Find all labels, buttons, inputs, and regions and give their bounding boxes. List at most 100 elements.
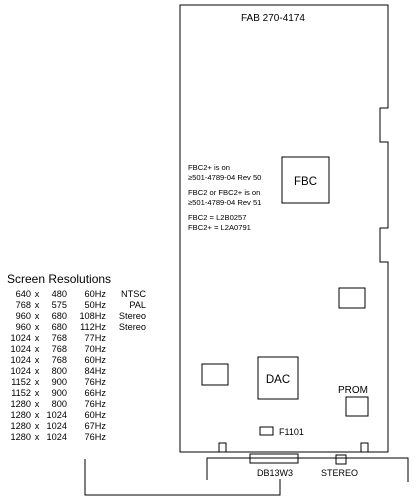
res-refresh-rate: 60Hz: [84, 355, 106, 365]
res-refresh-rate: 76Hz: [84, 432, 106, 442]
small-chip-left: [201, 363, 229, 386]
res-width: 1024: [10, 344, 31, 354]
res-width: 1024: [10, 366, 31, 376]
res-height: 800: [51, 366, 67, 376]
res-refresh-rate: 112Hz: [80, 322, 106, 332]
res-width: 1024: [10, 355, 31, 365]
res-separator: x: [34, 300, 40, 310]
res-width: 1152: [11, 377, 31, 387]
res-width: 640: [15, 289, 31, 299]
res-height: 768: [51, 333, 67, 343]
res-refresh-rate: 60Hz: [84, 410, 106, 420]
note-line-3: FBC2 or FBC2+ is on: [188, 188, 260, 197]
prom-chip: [345, 396, 369, 417]
res-separator: x: [34, 377, 40, 387]
res-height: 680: [51, 311, 67, 321]
res-separator: x: [34, 322, 40, 332]
dac-chip: [257, 356, 299, 400]
res-refresh-rate: 77Hz: [84, 333, 106, 343]
res-width: 960: [15, 322, 31, 332]
res-refresh-rate: 76Hz: [84, 377, 106, 387]
res-mode: Stereo: [118, 322, 146, 332]
res-width: 1280: [10, 432, 31, 442]
res-height: 768: [51, 355, 67, 365]
connector-leader-line: [84, 459, 281, 496]
res-separator: x: [34, 333, 40, 343]
fuse-label: F1101: [279, 427, 304, 437]
res-width: 1024: [10, 333, 31, 343]
res-height: 1024: [46, 410, 67, 420]
res-mode: NTSC: [120, 289, 146, 299]
res-separator: x: [34, 421, 40, 431]
res-height: 900: [51, 388, 67, 398]
res-height: 900: [51, 377, 67, 387]
res-width: 1152: [11, 388, 31, 398]
res-width: 1280: [10, 410, 31, 420]
res-separator: x: [34, 432, 40, 442]
fbc-label: FBC: [294, 176, 317, 188]
res-separator: x: [34, 366, 40, 376]
res-width: 768: [15, 300, 31, 310]
res-separator: x: [34, 388, 40, 398]
res-separator: x: [34, 344, 40, 354]
res-refresh-rate: 84Hz: [84, 366, 106, 376]
res-refresh-rate: 60Hz: [84, 289, 106, 299]
res-width: 1280: [10, 399, 31, 409]
board-outline: [179, 4, 389, 453]
resolutions-title: Screen Resolutions: [7, 272, 112, 286]
res-height: 575: [51, 300, 67, 310]
res-height: 680: [51, 322, 67, 332]
stereo-label: STEREO: [321, 468, 358, 478]
res-mode: Stereo: [118, 311, 146, 321]
res-separator: x: [34, 355, 40, 365]
res-separator: x: [34, 311, 40, 321]
fuse: [259, 426, 274, 436]
res-separator: x: [34, 289, 40, 299]
pad-right: [360, 442, 369, 453]
res-height: 1024: [46, 421, 67, 431]
res-height: 768: [51, 344, 67, 354]
connector-label: DB13W3: [257, 468, 293, 478]
stereo-connector: [335, 454, 347, 465]
res-separator: x: [34, 399, 40, 409]
bracket: [206, 457, 409, 482]
note-line-4: ≥501-4789-04 Rev 51: [188, 198, 261, 207]
res-height: 800: [51, 399, 67, 409]
res-width: 960: [15, 311, 31, 321]
note-line-5: FBC2 = L2B0257: [188, 213, 246, 222]
fbc-chip: [281, 156, 330, 204]
res-refresh-rate: 50Hz: [84, 300, 106, 310]
pad-left: [218, 442, 227, 453]
prom-label: PROM: [338, 385, 368, 396]
res-height: 1024: [46, 432, 67, 442]
small-chip-right: [338, 287, 366, 309]
res-refresh-rate: 70Hz: [84, 344, 106, 354]
dac-label: DAC: [266, 374, 290, 386]
res-refresh-rate: 108Hz: [79, 311, 106, 321]
res-refresh-rate: 66Hz: [84, 388, 106, 398]
res-height: 480: [51, 289, 67, 299]
res-refresh-rate: 76Hz: [84, 399, 106, 409]
note-line-2: ≥501-4789-04 Rev 50: [188, 173, 261, 182]
fab-label: FAB 270-4174: [241, 13, 305, 24]
res-separator: x: [34, 410, 40, 420]
res-width: 1280: [10, 421, 31, 431]
note-line-6: FBC2+ = L2A0791: [188, 223, 251, 232]
db13w3-connector: [249, 453, 299, 464]
